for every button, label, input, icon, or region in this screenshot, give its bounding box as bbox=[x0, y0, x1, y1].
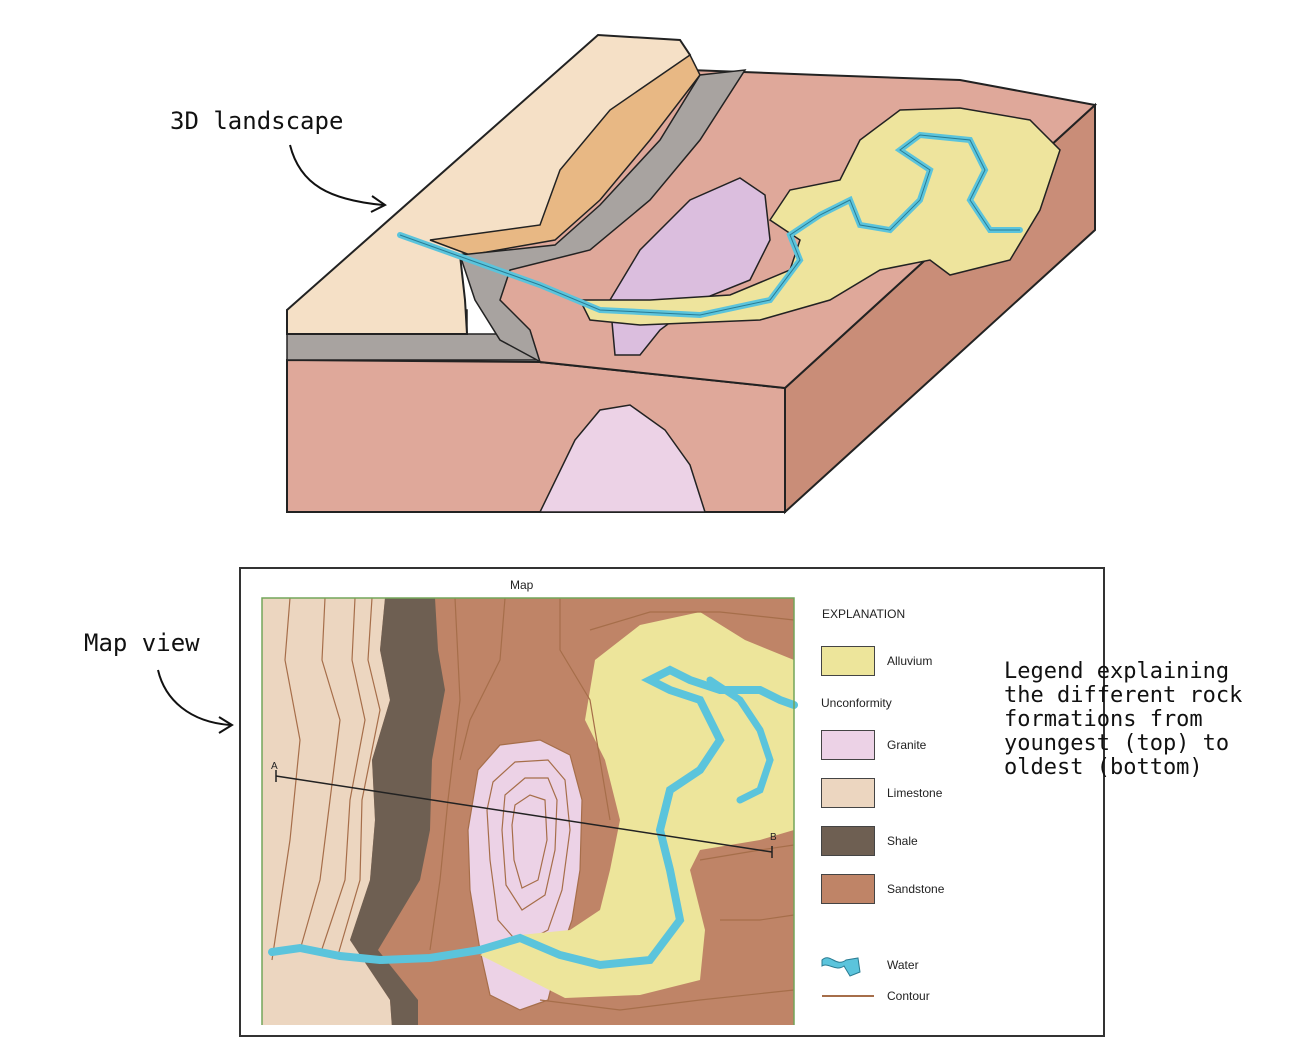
map-title: Map bbox=[510, 578, 534, 592]
legend-label-alluvium: Alluvium bbox=[887, 654, 933, 668]
swatch-sandstone bbox=[821, 874, 875, 904]
swatch-limestone bbox=[821, 778, 875, 808]
swatch-shale bbox=[821, 826, 875, 856]
swatch-alluvium bbox=[821, 646, 875, 676]
granite-outcrop-front bbox=[538, 404, 707, 513]
water-symbol bbox=[821, 957, 861, 977]
legend-note-line-2: the different rock bbox=[1004, 683, 1243, 708]
annotation-legend-note: Legend explaining the different rock for… bbox=[1004, 660, 1242, 780]
legend-heading: EXPLANATION bbox=[822, 607, 906, 621]
legend-note-line-5: oldest (bottom) bbox=[1004, 755, 1203, 780]
map-shale bbox=[350, 598, 445, 1025]
legend-note-line-4: youngest (top) to bbox=[1004, 731, 1230, 756]
point-b-label: B bbox=[770, 832, 777, 843]
legend-label-sandstone: Sandstone bbox=[887, 882, 945, 896]
annotation-3d-landscape: 3D landscape bbox=[170, 107, 344, 135]
map-limestone bbox=[262, 598, 392, 1025]
legend-label-shale: Shale bbox=[887, 834, 918, 848]
legend-label-granite: Granite bbox=[887, 738, 927, 752]
legend-label-limestone: Limestone bbox=[887, 786, 943, 800]
point-a-label: A bbox=[271, 761, 278, 772]
swatch-granite bbox=[821, 730, 875, 760]
cross-section-line bbox=[275, 775, 773, 853]
shale-band bbox=[458, 69, 747, 364]
block-diagram-3d bbox=[286, 33, 1098, 515]
legend-note-line-1: Legend explaining bbox=[1004, 659, 1230, 684]
map-alluvium bbox=[480, 612, 794, 998]
annotation-map-view: Map view bbox=[84, 629, 200, 657]
legend-note-line-3: formations from bbox=[1004, 707, 1203, 732]
legend-label-contour: Contour bbox=[887, 989, 930, 1003]
legend-unconformity: Unconformity bbox=[821, 696, 892, 710]
map-river bbox=[268, 665, 798, 970]
legend-label-water: Water bbox=[887, 958, 919, 972]
